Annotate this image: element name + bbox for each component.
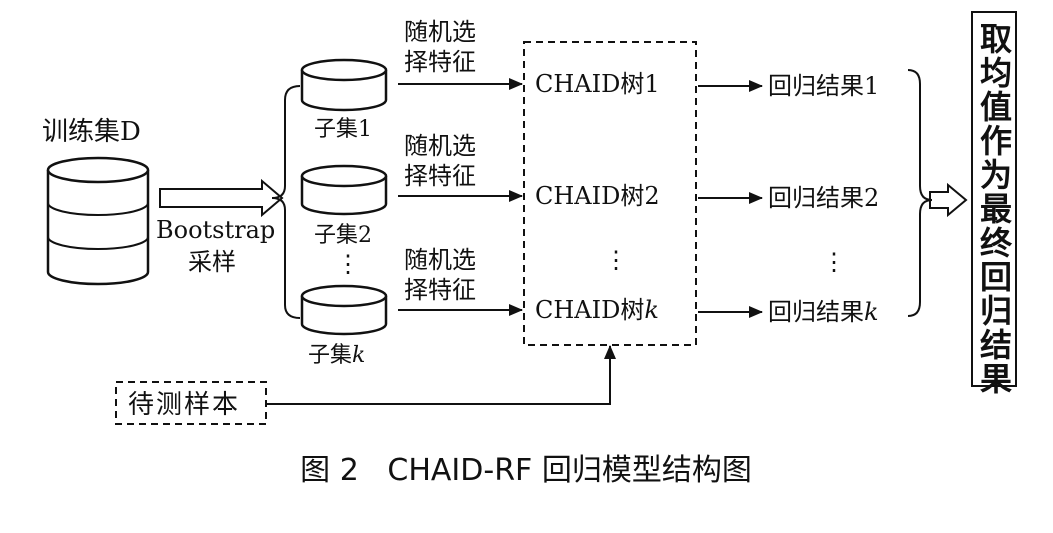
subset-1-label: 子集1 <box>314 117 372 142</box>
feature-select-label-2a: 随机选 <box>404 132 476 160</box>
feature-select-label-2b: 择特征 <box>404 162 476 190</box>
results-brace <box>907 69 933 317</box>
subsets-brace <box>271 85 301 319</box>
tree-k-label: CHAID树k <box>535 296 659 324</box>
result-k-label: 回归结果k <box>768 298 879 326</box>
subset-2-label: 子集2 <box>314 223 372 248</box>
feature-select-label-ka: 随机选 <box>404 246 476 274</box>
training-set-database-icon <box>46 156 150 286</box>
test-sample-label: 待测样本 <box>128 390 240 420</box>
caption: 图 2 CHAID-RF 回归模型结构图 <box>300 453 752 488</box>
sampling-label: 采样 <box>188 248 236 276</box>
result-1-label: 回归结果1 <box>768 72 879 100</box>
subset-2-icon <box>300 164 388 216</box>
subset-ellipsis: ⋮ <box>336 250 360 278</box>
feature-select-label-1a: 随机选 <box>404 18 476 46</box>
subset-k-icon <box>300 284 388 336</box>
trees-box <box>523 41 697 346</box>
final-result-box <box>971 11 1017 387</box>
bootstrap-arrow <box>159 178 284 218</box>
feature-select-label-kb: 择特征 <box>404 276 476 304</box>
tree-2-label: CHAID树2 <box>535 182 660 210</box>
subset-1-icon <box>300 58 388 112</box>
final-arrow <box>929 182 968 218</box>
final-result-label: 取均值作为最终回归结果 <box>975 22 1013 396</box>
training-set-label: 训练集D <box>42 117 141 147</box>
feature-select-label-1b: 择特征 <box>404 48 476 76</box>
result-2-label: 回归结果2 <box>768 184 879 212</box>
tree-ellipsis: ⋮ <box>604 246 628 274</box>
bootstrap-label: Bootstrap <box>156 216 275 244</box>
arrow-test-to-trees <box>266 345 616 405</box>
result-ellipsis: ⋮ <box>822 248 846 276</box>
tree-1-label: CHAID树1 <box>535 70 660 98</box>
subset-k-label: 子集k <box>308 343 365 368</box>
